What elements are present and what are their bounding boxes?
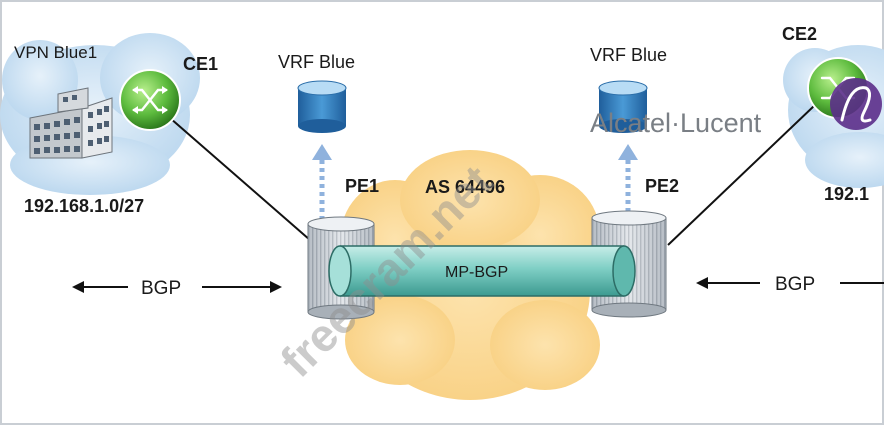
vrf-right-database-icon <box>598 80 648 133</box>
mp-bgp-label: MP-BGP <box>445 264 508 281</box>
left-subnet-label: 192.168.1.0/27 <box>24 196 144 216</box>
vrf-left-label: VRF Blue <box>278 52 355 72</box>
mp-bgp-tunnel <box>328 245 636 297</box>
bgp-right-arrow <box>696 277 884 289</box>
ce1-pe1-link <box>169 117 311 241</box>
brand-wordmark: Alcatel·Lucent <box>590 108 762 138</box>
pe1-label: PE1 <box>345 176 379 196</box>
vrf-right-label: VRF Blue <box>590 45 667 65</box>
alcatel-lucent-logo-icon <box>830 78 882 130</box>
bgp-left-arrow <box>72 281 282 293</box>
ce2-label: CE2 <box>782 24 817 44</box>
pe2-label: PE2 <box>645 176 679 196</box>
right-subnet-label: 192.1 <box>824 184 869 204</box>
bgp-left-label: BGP <box>141 278 181 299</box>
ce1-router-icon <box>119 69 181 131</box>
office-building-icon <box>29 87 113 159</box>
pe2-ce2-link <box>667 104 816 246</box>
vrf-left-database-icon <box>297 80 347 133</box>
ce1-label: CE1 <box>183 54 218 74</box>
vpn-blue1-label: VPN Blue1 <box>14 43 97 62</box>
bgp-right-label: BGP <box>775 274 815 295</box>
as-number-label: AS 64496 <box>425 177 505 197</box>
